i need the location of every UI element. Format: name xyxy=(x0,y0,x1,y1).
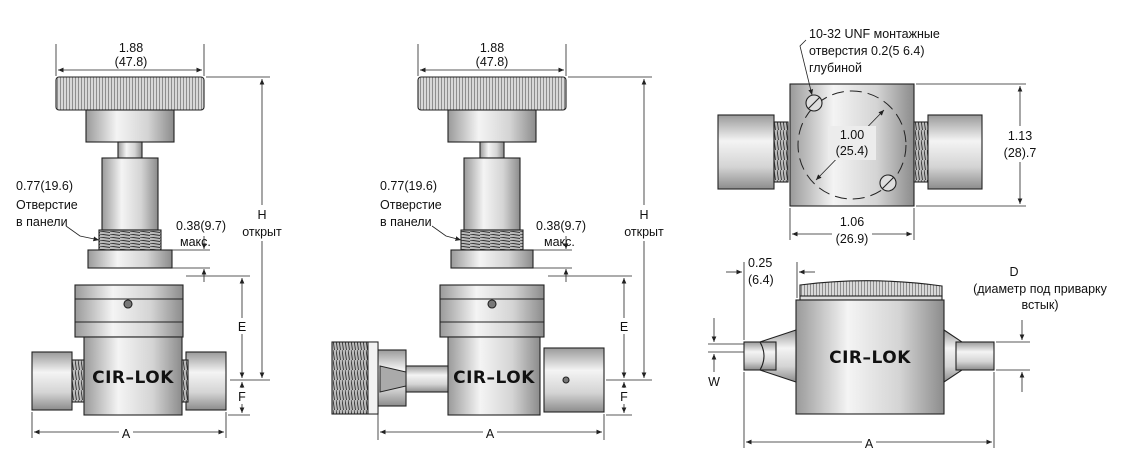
top-width-in: 1.06 xyxy=(840,215,864,229)
left-width-mm: (47.8) xyxy=(115,55,148,69)
left-h-label: H xyxy=(257,208,266,222)
top-width-mm: (26.9) xyxy=(836,232,869,246)
middle-h-sub: открыт xyxy=(624,225,664,239)
left-panel-nut xyxy=(87,249,173,269)
left-handle-cap xyxy=(85,109,175,143)
middle-valve-view: CIR–LOK 1.88 (47.8) H открыт E F 0.77(19… xyxy=(331,41,666,441)
left-e-label: E xyxy=(238,320,246,334)
middle-brand-logo: CIR–LOK xyxy=(453,368,535,388)
weld-d-line1: (диаметр под приварку xyxy=(973,282,1108,296)
top-height-in: 1.13 xyxy=(1008,129,1032,143)
weld-view: CIR–LOK 0.25 (6.4) D (диаметр под привар… xyxy=(708,256,1108,451)
middle-max-value: 0.38(9.7) xyxy=(536,219,586,233)
top-fitting-right xyxy=(927,114,983,190)
weld-w-label: W xyxy=(708,375,720,389)
middle-panel-hole-line2: в панели xyxy=(380,215,432,229)
middle-panel-thread xyxy=(460,229,524,251)
weld-offset-mm: (6.4) xyxy=(748,273,774,287)
left-panel-hole-line1: Отверстие xyxy=(16,198,78,212)
left-handle-knob xyxy=(55,76,205,111)
top-mount-line3: глубиной xyxy=(809,61,862,75)
left-max-value: 0.38(9.7) xyxy=(176,219,226,233)
left-nut-hole xyxy=(123,299,133,309)
top-circle-mm: (25.4) xyxy=(836,144,869,158)
left-bonnet xyxy=(101,157,159,231)
weld-offset-in: 0.25 xyxy=(748,256,772,270)
middle-width-mm: (47.8) xyxy=(476,55,509,69)
weld-d-label: D xyxy=(1009,265,1018,279)
left-stem xyxy=(117,141,143,159)
left-panel-hole-line2: в панели xyxy=(16,215,68,229)
left-bonnet-nut xyxy=(74,284,184,338)
middle-stem xyxy=(479,141,505,159)
middle-width-in: 1.88 xyxy=(480,41,504,55)
weld-a-label: A xyxy=(865,437,874,451)
top-mount-line1: 10-32 UNF монтажные xyxy=(809,27,940,41)
weld-handle-top xyxy=(799,280,943,297)
weld-body xyxy=(795,299,945,415)
middle-f-label: F xyxy=(620,390,628,404)
top-bolt-circle xyxy=(797,90,907,200)
middle-handle-knob xyxy=(417,76,567,111)
left-fitting-right xyxy=(185,351,227,411)
weld-tube-left xyxy=(743,341,777,371)
middle-panel-hole-line1: Отверстие xyxy=(380,198,442,212)
left-brand-logo: CIR–LOK xyxy=(92,368,174,388)
left-valve-view: CIR–LOK 1.88 (47.8) H открыт E F 0.77(19… xyxy=(16,41,284,441)
weld-brand-logo: CIR–LOK xyxy=(829,348,911,368)
middle-e-label: E xyxy=(620,320,628,334)
top-fitting-left xyxy=(717,114,775,190)
middle-fitting-hole xyxy=(562,376,570,384)
left-f-label: F xyxy=(238,390,246,404)
middle-bonnet xyxy=(463,157,521,231)
left-h-sub: открыт xyxy=(242,225,282,239)
middle-handle-cap xyxy=(447,109,537,143)
top-circle-in: 1.00 xyxy=(840,128,864,142)
middle-fitting-right xyxy=(543,347,605,413)
middle-bonnet-nut xyxy=(439,284,545,338)
top-height-mm: (28).7 xyxy=(1004,146,1037,160)
middle-panel-hole-value: 0.77(19.6) xyxy=(380,179,437,193)
weld-tube-right xyxy=(955,341,995,371)
middle-nut-hole xyxy=(487,299,497,309)
top-view: 1.00 (25.4) 10-32 UNF монтажные отверсти… xyxy=(717,27,1044,248)
middle-max-label: макс. xyxy=(544,235,575,249)
top-mount-line2: отверстия 0.2(5 6.4) xyxy=(809,44,925,58)
weld-d-line2: встык) xyxy=(1021,298,1058,312)
left-a-label: A xyxy=(122,427,131,441)
middle-a-label: A xyxy=(486,427,495,441)
left-panel-hole-value: 0.77(19.6) xyxy=(16,179,73,193)
left-panel-thread xyxy=(98,229,162,251)
left-width-in: 1.88 xyxy=(119,41,143,55)
left-fitting-left xyxy=(31,351,73,411)
left-max-label: макс. xyxy=(180,235,211,249)
middle-h-label: H xyxy=(639,208,648,222)
middle-panel-nut xyxy=(450,249,534,269)
